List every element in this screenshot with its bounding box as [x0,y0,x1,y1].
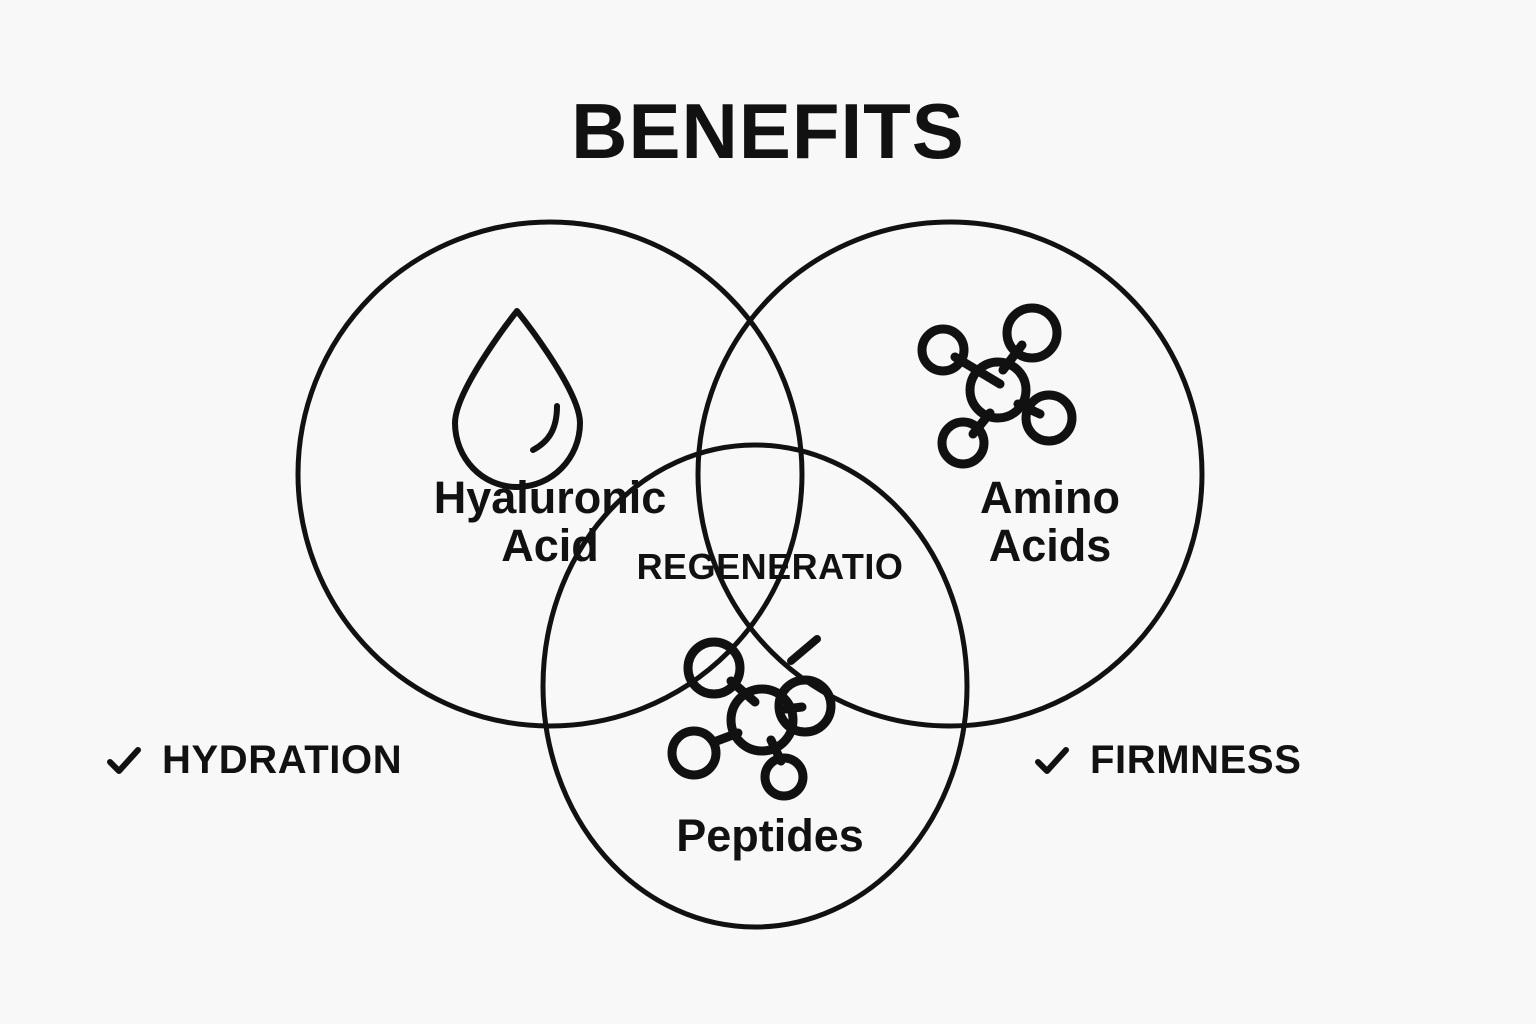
venn-label-amino-acids: Amino Acids [840,474,1260,569]
venn-circle-amino-acids[interactable] [695,219,1205,729]
venn-circle-hyaluronic-acid[interactable] [295,219,805,729]
benefit-hydration: HYDRATION [104,738,402,783]
benefit-hydration-label: HYDRATION [162,738,403,782]
check-icon [104,741,144,781]
venn-label-amino-acids-line1: Amino [980,472,1120,523]
venn-label-hyaluronic-acid: Hyaluronic Acid [340,474,760,569]
venn-label-regeneration: REGENERATIO [636,546,904,587]
venn-label-peptides: Peptides [676,810,864,861]
venn-label-amino-acids-line2: Acids [988,519,1112,571]
water-drop-icon [452,308,583,490]
venn-label-hyaluronic-acid-line2: Acid [501,519,599,571]
benefit-firmness-label: FIRMNESS [1090,738,1302,782]
page-title: BENEFITS [571,87,965,175]
molecule-icon [917,303,1077,469]
peptide-molecule-icon [667,635,836,801]
venn-circle-peptides[interactable] [540,442,970,930]
venn-label-hyaluronic-acid-line1: Hyaluronic [433,472,667,523]
check-icon [1032,741,1072,781]
benefit-firmness: FIRMNESS [1032,738,1301,783]
